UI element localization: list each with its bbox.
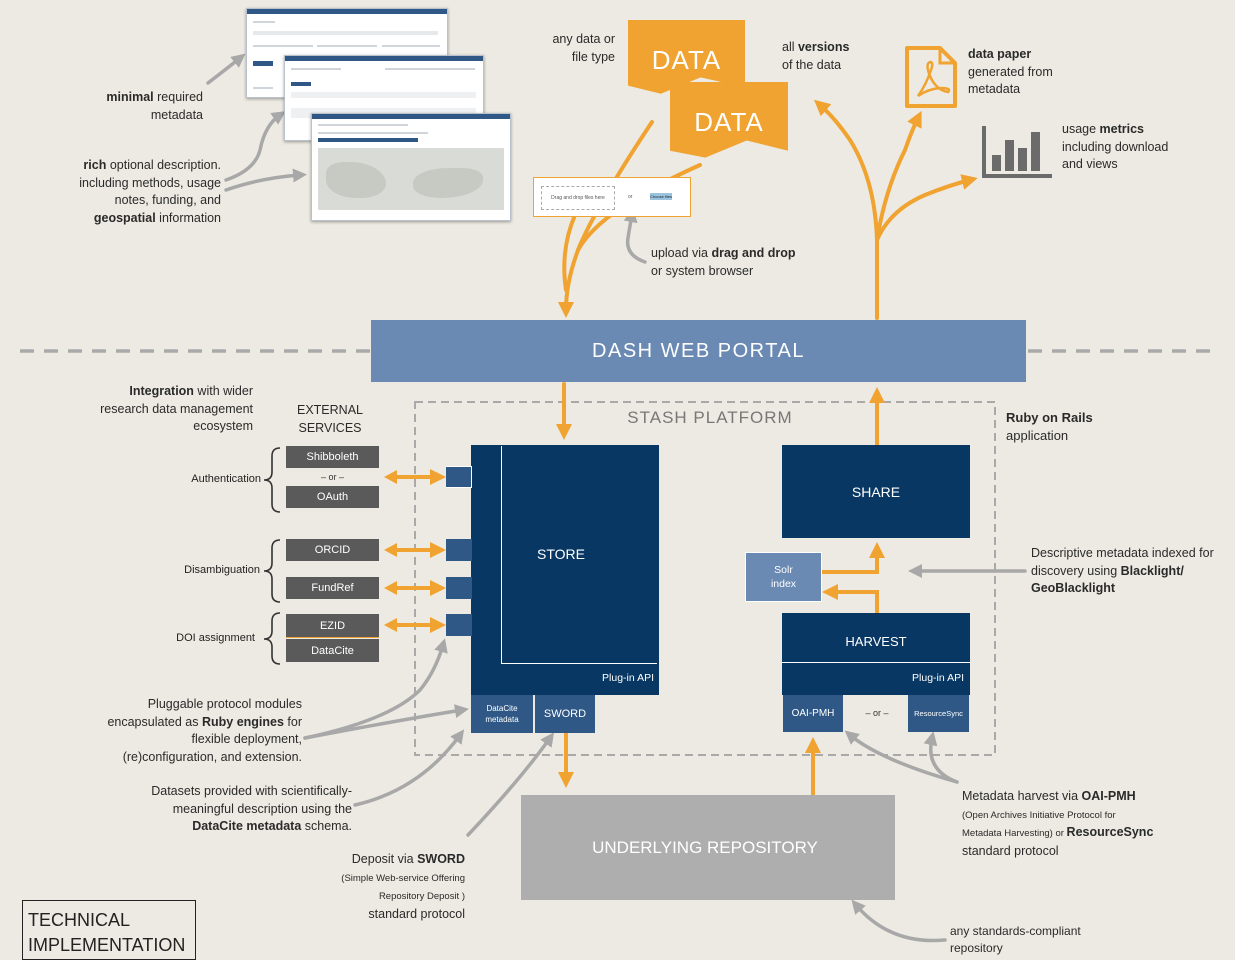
data-paper-label: data paper generated from metadata <box>968 47 1053 96</box>
plug-doi <box>446 614 472 636</box>
data-flag-2: DATA <box>670 82 788 158</box>
store-title: STORE <box>537 546 585 562</box>
arrow-minimal <box>206 53 246 85</box>
arrow-out-metrics <box>875 174 978 242</box>
arrow-rich-2 <box>224 168 307 192</box>
harvest-plugin-api: Plug-in API <box>912 672 964 684</box>
dash-web-portal: DASH WEB PORTAL <box>371 320 1026 382</box>
usage-metrics-label: usage metrics including download and vie… <box>1062 122 1169 171</box>
authentication-label: Authentication <box>191 473 261 485</box>
plug-auth <box>446 466 472 488</box>
arrow-out-versions <box>813 99 879 320</box>
data-flag-1-text: DATA <box>651 45 722 75</box>
arrowhead-doi-left <box>384 618 397 632</box>
ezid-service: EZID <box>286 614 379 638</box>
orcid-service: ORCID <box>286 539 379 561</box>
integration-label: Integration with wider research data man… <box>100 384 253 433</box>
store-plugin-api: Plug-in API <box>602 672 654 684</box>
harvest-note-label: Metadata harvest via OAI-PMH (Open Archi… <box>962 789 1154 858</box>
underlying-repository <box>521 795 895 900</box>
deposit-label: Deposit via SWORD (Simple Web-service Of… <box>341 852 465 921</box>
brace-doi <box>263 612 281 665</box>
pdf-document-icon <box>905 46 957 108</box>
choose-files-label: Choose files <box>650 194 673 199</box>
shibboleth-service: Shibboleth <box>286 446 379 468</box>
datacite-service: DataCite <box>286 639 379 662</box>
arrow-rich-1 <box>224 111 286 182</box>
portal-title: DASH WEB PORTAL <box>592 339 805 362</box>
harvest-component <box>782 613 970 695</box>
doi-assignment-label: DOI assignment <box>176 632 255 644</box>
stash-platform-border <box>414 401 996 756</box>
harvest-divider <box>782 662 970 663</box>
auth-or-label: – or – <box>320 472 344 482</box>
arrowhead-orcid-left <box>384 543 397 557</box>
brace-authentication <box>263 447 281 513</box>
harvest-or-label: – or – <box>865 708 889 718</box>
share-title: SHARE <box>851 483 901 500</box>
form-screenshot-location <box>311 113 511 221</box>
data-flag-2-text: DATA <box>694 107 764 137</box>
arrow-harvest-solr <box>822 584 879 614</box>
arrow-harvest-2 <box>923 731 959 784</box>
choose-files-button[interactable]: Choose files <box>650 193 672 200</box>
arrowhead-fundref-left <box>384 581 397 595</box>
arrow-pluggable-2 <box>303 704 469 740</box>
arrow-solr-share <box>818 542 885 574</box>
plug-orcid <box>446 539 472 561</box>
arrow-sword <box>466 732 555 837</box>
store-inner-outline <box>501 446 657 664</box>
upload-widget: Drag and drop files here or Choose files <box>533 177 691 217</box>
versions-label: all versions of the data <box>782 40 850 72</box>
minimal-label: minimal required metadata <box>106 90 203 122</box>
stash-platform-title: STASH PLATFORM <box>627 408 793 427</box>
share-component: SHARE <box>782 445 970 538</box>
disambiguation-label: Disambiguation <box>184 564 260 576</box>
arrow-data-in-3 <box>562 213 577 292</box>
arrow-any-repo <box>851 899 947 943</box>
datasets-label: Datasets provided with scientifically- m… <box>151 784 352 833</box>
plug-fundref <box>446 577 472 599</box>
arrow-out-paper <box>875 110 922 242</box>
arrowhead-auth-left <box>384 470 397 484</box>
bar-chart-icon <box>982 126 1052 178</box>
arrow-pluggable <box>303 638 448 740</box>
map-icon <box>318 148 504 210</box>
data-flag-1: DATA <box>628 20 745 94</box>
brace-disambiguation <box>263 539 281 603</box>
sword-module: SWORD <box>535 695 595 733</box>
harvest-title: HARVEST <box>845 634 907 649</box>
oauth-service: OAuth <box>286 486 379 508</box>
arrow-upload <box>623 208 647 264</box>
pluggable-label: Pluggable protocol modules encapsulated … <box>107 697 302 764</box>
upload-label: upload via drag and drop or system brows… <box>651 246 796 278</box>
arrow-datasets <box>353 729 465 807</box>
descriptive-metadata-label: Descriptive metadata indexed for discove… <box>1031 546 1214 595</box>
arrow-harvest-1 <box>844 730 959 784</box>
oai-pmh-module: OAI-PMH <box>783 695 843 732</box>
rich-label: rich optional description. including met… <box>79 158 221 225</box>
fundref-service: FundRef <box>286 577 379 599</box>
store-component <box>471 445 659 695</box>
drop-zone[interactable]: Drag and drop files here <box>541 186 615 210</box>
repository-title: UNDERLYING REPOSITORY <box>592 838 818 857</box>
drop-zone-label: Drag and drop files here <box>551 195 605 201</box>
upload-or: or <box>628 194 633 200</box>
resourcesync-module: ResourceSync <box>908 695 969 732</box>
